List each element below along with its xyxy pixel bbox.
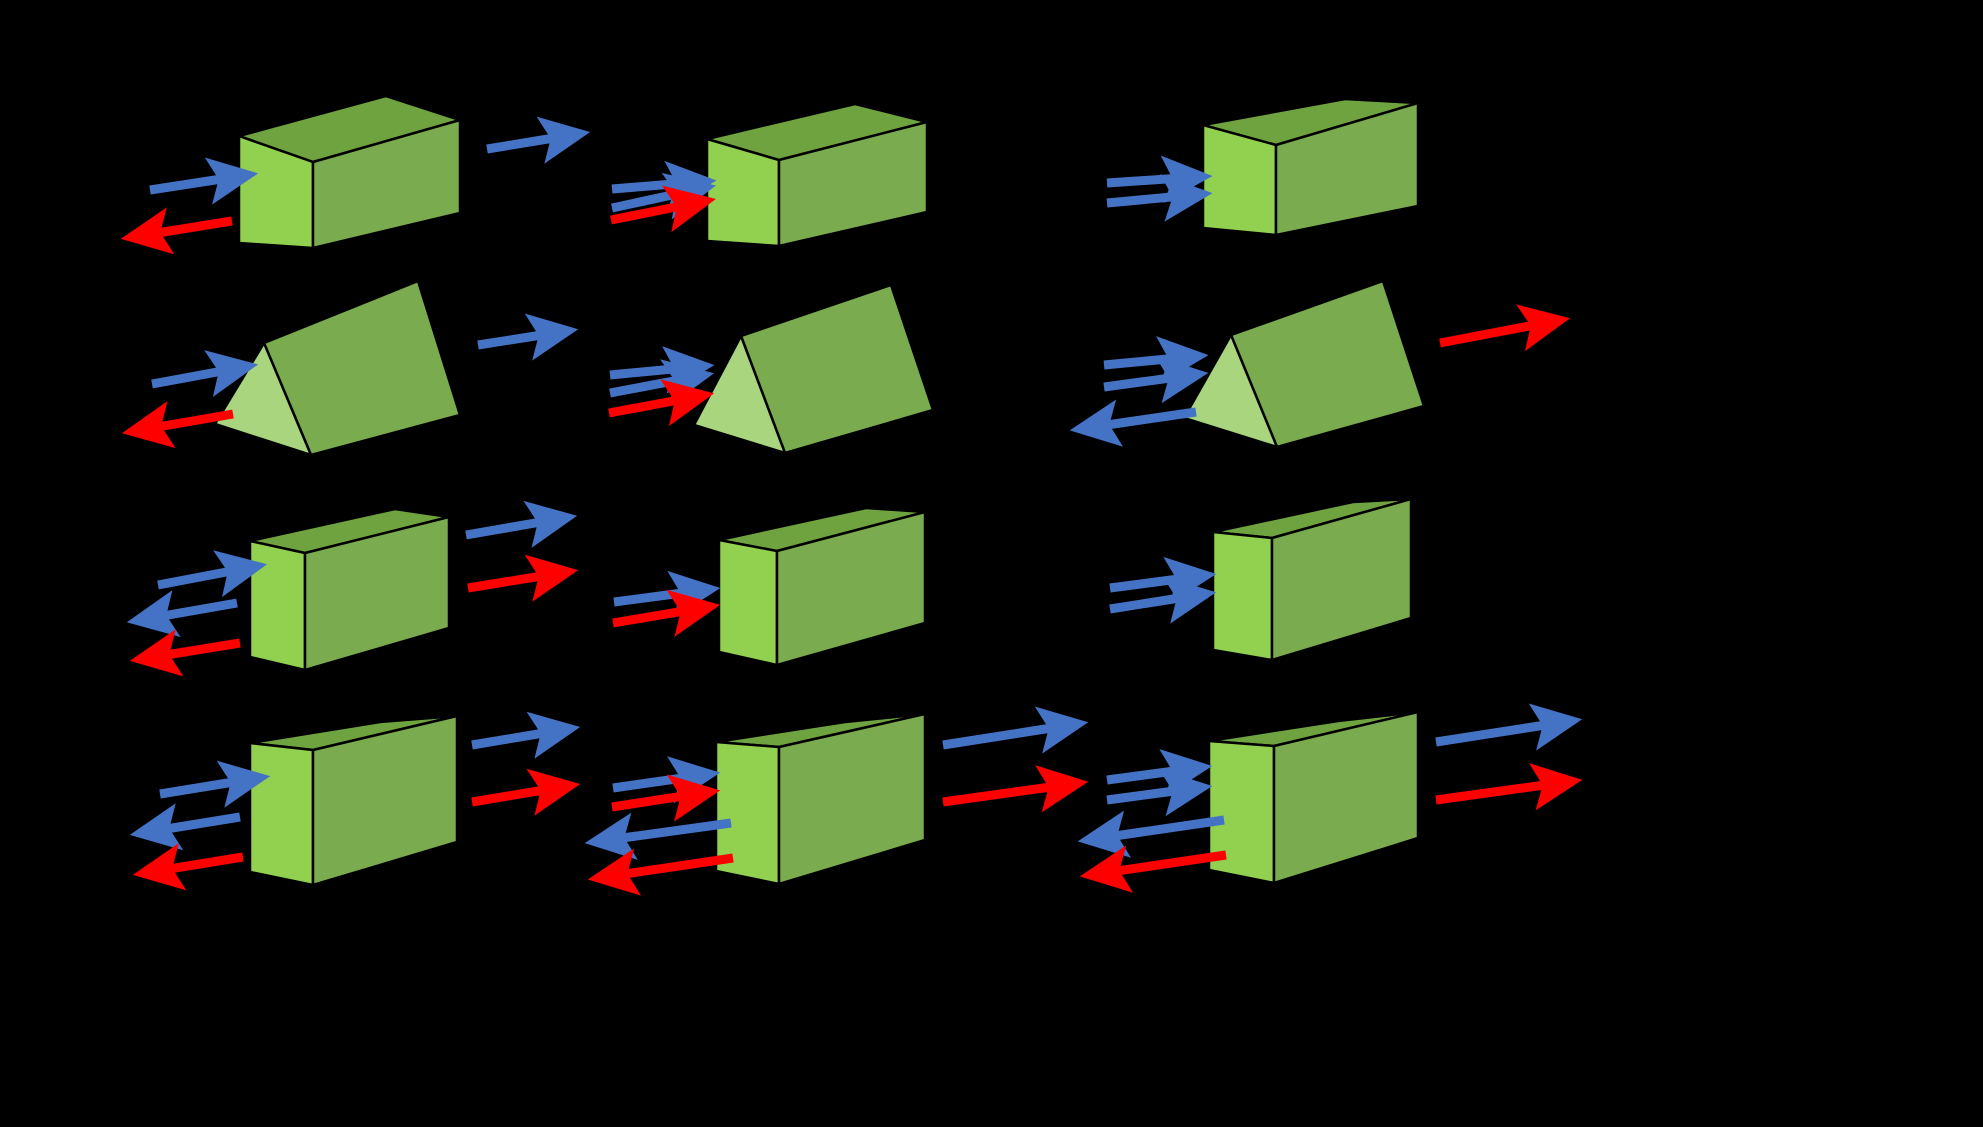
blue-flow-arrow	[1106, 155, 1213, 204]
arrow-group-r2c3-right	[1439, 304, 1571, 352]
blue-flow-arrow	[126, 590, 238, 638]
blue-flow-arrow	[609, 346, 715, 394]
blue-flow-arrow	[157, 550, 268, 598]
red-flow-arrow	[132, 843, 244, 891]
arrow-group-r4c2-right	[942, 706, 1089, 813]
blue-flow-arrow	[1106, 768, 1213, 817]
blue-flow-arrow	[1103, 356, 1209, 404]
blue-flow-arrow	[465, 500, 578, 548]
arrow-group-r1c3-left	[1106, 155, 1213, 222]
red-flow-arrow	[611, 774, 721, 822]
arrow-group-r2c2-left	[608, 346, 715, 427]
red-flow-arrow	[1079, 845, 1227, 893]
shape-box-r3c2	[717, 506, 927, 667]
blue-flow-arrow	[471, 711, 581, 759]
arrow-group-r1c1-right	[486, 116, 591, 164]
arrow-group-r2c1-right	[477, 313, 579, 361]
blue-flow-arrow	[611, 160, 717, 209]
arrow-group-r4c2-left	[584, 756, 734, 896]
shape-sloped-box-r4c3	[1207, 710, 1420, 885]
shape-prism-r2c1	[213, 279, 462, 458]
blue-flow-arrow	[1109, 576, 1217, 624]
blue-flow-arrow	[584, 812, 732, 860]
blue-flow-arrow	[613, 570, 721, 619]
shape-sloped-box-r4c1	[248, 714, 459, 887]
shape-box-r3c3	[1211, 497, 1413, 662]
red-flow-arrow	[121, 401, 234, 449]
red-flow-arrow	[942, 765, 1089, 813]
red-flow-arrow	[471, 768, 581, 816]
arrow-group-r3c1-right	[465, 500, 579, 602]
shape-box-r1c3	[1201, 97, 1420, 237]
shape-prism-r2c2	[692, 283, 935, 455]
shape-box-r1c1	[234, 94, 465, 250]
shape-box-r3c1	[248, 507, 451, 672]
shape-prism-r2c3	[1182, 279, 1426, 449]
arrow-group-r4c3-right	[1435, 703, 1583, 811]
red-flow-arrow	[587, 848, 734, 896]
arrow-group-r4c3-left	[1077, 748, 1227, 893]
red-flow-arrow	[467, 554, 579, 602]
arrow-group-r3c2-left	[612, 570, 721, 637]
blue-flow-arrow	[159, 760, 271, 808]
arrow-group-r1c2-left	[610, 160, 717, 233]
blue-flow-arrow	[612, 756, 721, 804]
blue-flow-arrow	[151, 350, 259, 398]
blue-flow-arrow	[129, 803, 241, 851]
arrow-group-r1c1-left	[120, 157, 259, 255]
blue-flow-arrow	[1435, 703, 1583, 751]
blue-flow-arrow	[609, 359, 715, 407]
shape-box-r1c2	[702, 102, 929, 248]
blue-flow-arrow	[477, 313, 579, 361]
arrow-group-r3c1-left	[126, 550, 268, 677]
arrow-group-r4c1-left	[129, 760, 271, 891]
red-flow-arrow	[608, 379, 715, 427]
red-flow-arrow	[612, 589, 721, 637]
blue-flow-arrow	[1106, 748, 1213, 797]
arrow-group-r2c3-left	[1069, 336, 1209, 447]
red-flow-arrow	[129, 629, 241, 677]
arrow-group-r2c1-left	[121, 350, 259, 449]
blue-flow-arrow	[1077, 810, 1225, 858]
blue-flow-arrow	[942, 706, 1089, 754]
red-flow-arrow	[610, 185, 717, 233]
blue-flow-arrow	[1106, 174, 1213, 222]
arrow-group-r3c3-left	[1109, 556, 1217, 624]
red-flow-arrow	[1439, 304, 1571, 352]
shape-sloped-box-r4c2	[714, 712, 927, 886]
blue-flow-arrow	[1069, 399, 1197, 447]
blue-flow-arrow	[486, 116, 591, 164]
blue-flow-arrow	[1109, 556, 1217, 605]
red-flow-arrow	[1435, 763, 1583, 811]
blue-flow-arrow	[1103, 336, 1209, 384]
blue-flow-arrow	[149, 157, 259, 205]
arrow-group-r4c1-right	[471, 711, 581, 816]
red-flow-arrow	[120, 207, 233, 255]
